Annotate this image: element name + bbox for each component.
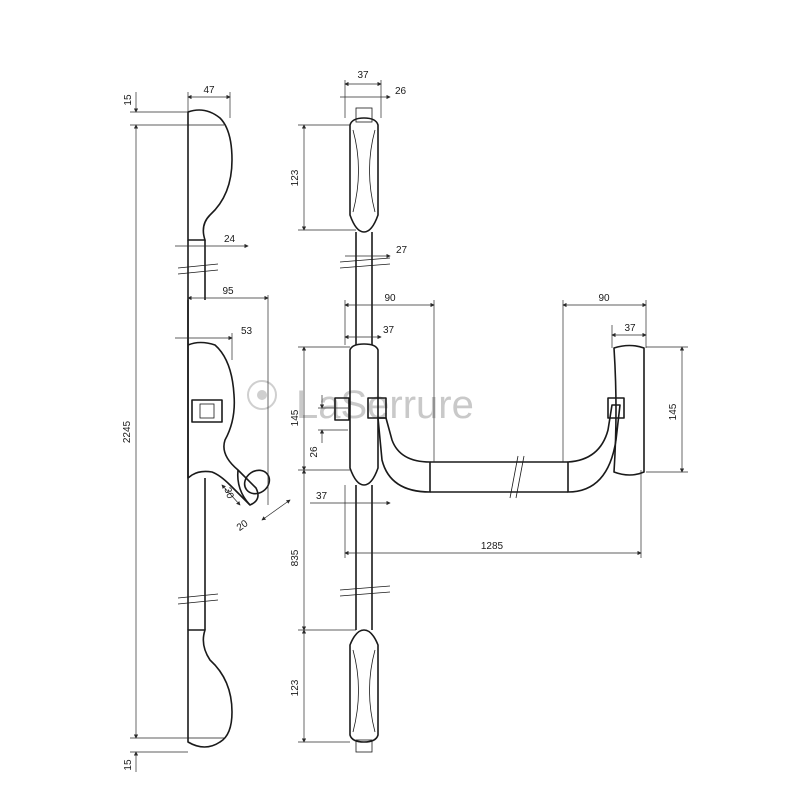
dim-left-case-projection: 90 <box>384 293 396 304</box>
push-bar-end <box>243 469 271 495</box>
dim-bottom-gap: 15 <box>123 759 134 771</box>
dim-right-case-projection: 90 <box>598 293 610 304</box>
front-right-case <box>613 344 645 476</box>
dim-case-height: 145 <box>290 409 301 426</box>
dim-case-to-bottom-bolt: 835 <box>290 549 301 566</box>
dim-front-top-width: 37 <box>357 70 369 81</box>
dim-side-handle-depth: 95 <box>222 286 234 297</box>
front-bottom-bolt <box>349 629 379 743</box>
push-bar-left-elbow <box>377 417 431 493</box>
dim-top-gap: 15 <box>123 94 134 106</box>
dim-total-height: 2245 <box>122 420 133 443</box>
dim-push-bar-diameter: 30 <box>221 486 235 501</box>
watermark-text: LaSerrure <box>296 383 474 427</box>
side-lock-case <box>187 299 259 506</box>
dim-side-rod-width: 24 <box>224 234 236 245</box>
dim-case-slot: 26 <box>309 446 320 458</box>
dim-bottom-bolt-height: 123 <box>290 679 301 696</box>
watermark-logo: LaSerrure <box>247 380 474 427</box>
side-bottom-cap <box>187 629 233 748</box>
dim-side-case-depth: 53 <box>241 326 253 337</box>
dim-front-top-inner: 26 <box>395 86 407 97</box>
dim-front-top-bolt-height: 123 <box>290 169 301 186</box>
dim-side-top-width: 47 <box>203 85 215 96</box>
side-dimensions: 15 2245 15 47 24 95 53 30 20 <box>122 85 291 772</box>
side-view <box>177 109 271 748</box>
front-dimensions: 37 26 123 27 90 37 145 26 37 <box>290 70 688 743</box>
dim-right-case-height: 145 <box>668 403 679 420</box>
dim-right-case-width: 37 <box>624 323 636 334</box>
front-top-bolt <box>349 117 379 233</box>
dim-push-bar-offset: 20 <box>235 518 251 534</box>
dim-left-case-width: 37 <box>383 325 395 336</box>
dim-front-rod-width: 27 <box>396 245 408 256</box>
side-top-cap <box>187 109 233 241</box>
dim-bar-length: 1285 <box>481 541 504 552</box>
dim-lower-bar-width: 37 <box>316 491 328 502</box>
front-view <box>334 107 645 753</box>
front-left-lock-case <box>349 343 379 486</box>
